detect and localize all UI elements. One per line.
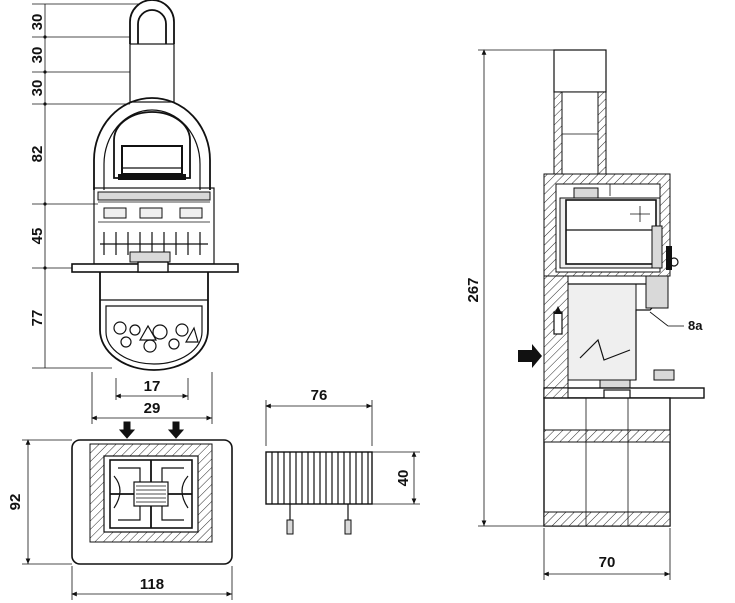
side-air-inlet-arrow [518,344,542,368]
dim-label-w17: 17 [144,378,161,395]
plan-view: 92 118 [7,421,233,600]
front-view: 30 30 30 82 45 77 17 29 [29,0,239,424]
callout-label-8a: 8a [688,318,703,333]
dim-label-h4: 82 [29,146,46,163]
grate-detail: 76 40 [265,387,420,535]
flue-hook [129,0,175,44]
oven-door [113,111,191,179]
chimney [129,43,175,103]
grate-handles [286,504,352,535]
wood-storage [99,272,209,371]
side-base [543,397,671,527]
dim-label-h5: 45 [29,228,46,245]
dim-label-depth: 92 [7,494,24,511]
air-inlet-arrows [118,421,185,439]
dim-label-width: 118 [140,576,164,593]
dim-label-h6: 77 [29,310,46,327]
oven-dome [93,97,211,190]
dim-label-h2: 30 [29,47,46,64]
dim-label-total-height: 267 [465,277,482,302]
dim-label-grate-width: 76 [311,387,328,404]
wood-logs [113,321,199,353]
side-flue-cap [553,49,607,93]
dim-label-h3: 30 [29,80,46,97]
dim-label-grate-height: 40 [395,470,412,487]
dim-label-h1: 30 [29,14,46,31]
plan-grate [109,459,193,529]
dim-label-w29: 29 [144,400,161,417]
dim-label-side-depth: 70 [599,554,616,571]
side-view: 267 8a [465,49,705,580]
